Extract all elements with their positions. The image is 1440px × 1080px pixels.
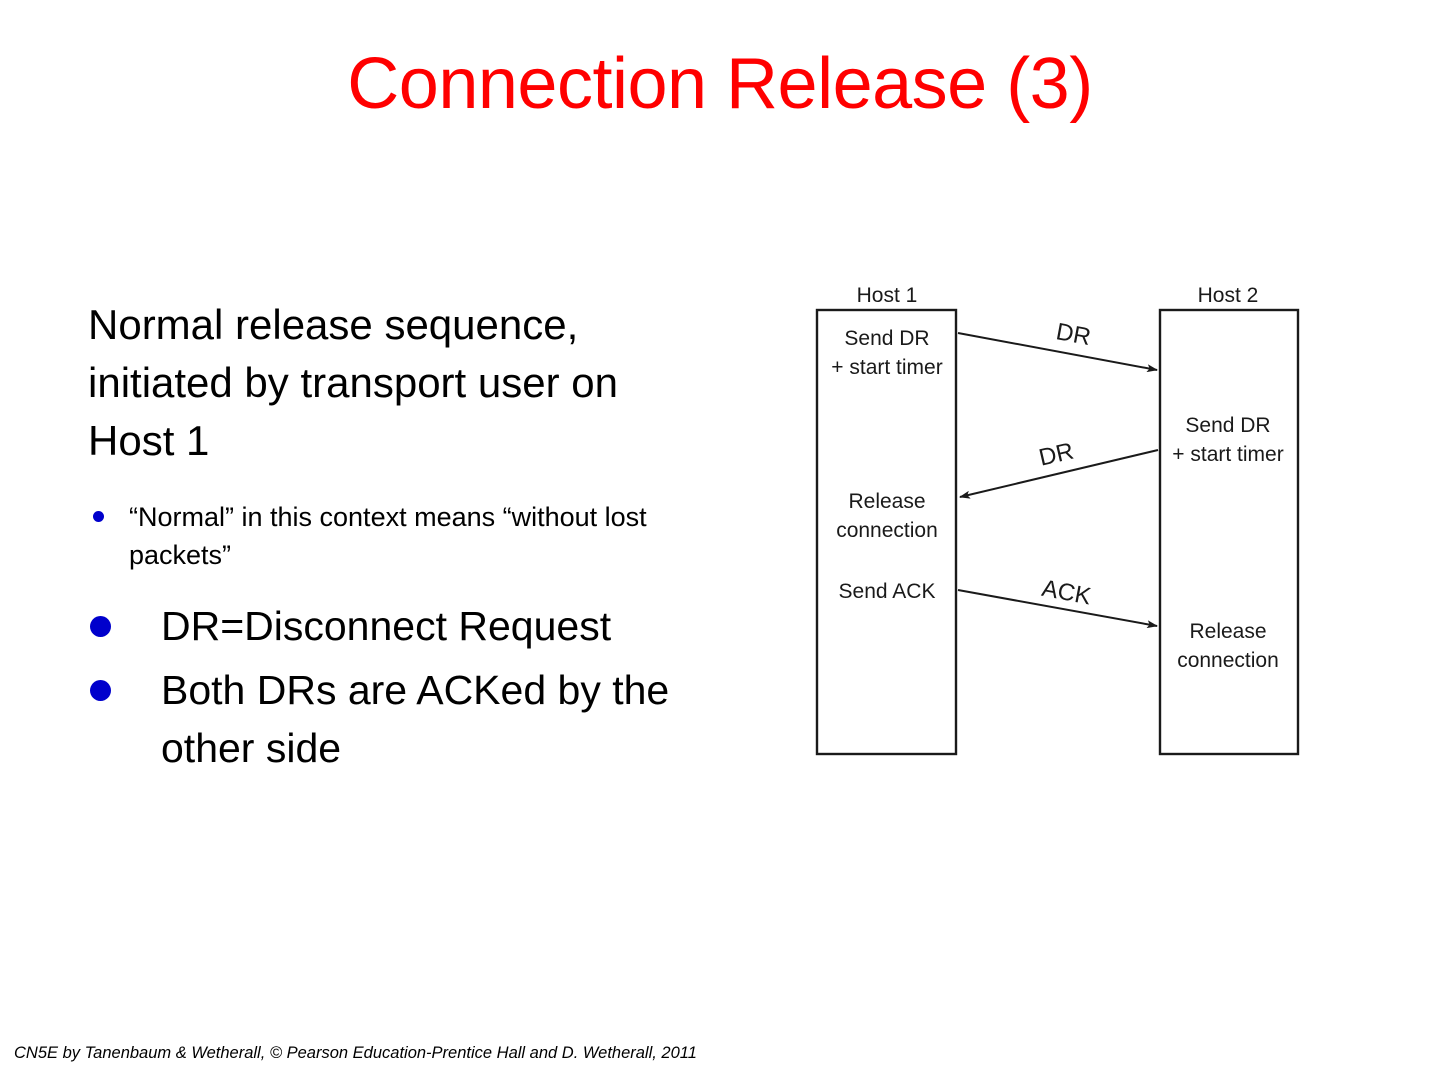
list-item: DR=Disconnect Request (88, 597, 728, 655)
host2-event-start-timer: + start timer (1172, 443, 1283, 466)
host2-label: Host 2 (1198, 284, 1259, 307)
host1-label: Host 1 (857, 284, 918, 307)
message-label-dr-2: DR (1036, 438, 1076, 472)
message-label-ack: ACK (1040, 575, 1093, 611)
bullet-dot-icon (90, 615, 111, 637)
bullet-text: Both DRs are ACKed by the other side (161, 666, 670, 771)
footer-credit: CN5E by Tanenbaum & Wetherall, © Pearson… (14, 1044, 697, 1062)
content-body: Normal release sequence, initiated by tr… (88, 296, 728, 783)
message-arrow-dr-1 (957, 332, 1158, 373)
list-item: “Normal” in this context means “without … (88, 498, 728, 575)
message-label-dr-1: DR (1054, 318, 1093, 351)
bullet-text: DR=Disconnect Request (161, 602, 612, 649)
host1-event-start-timer: + start timer (831, 356, 942, 379)
bullet-text: “Normal” in this context means “without … (129, 501, 647, 571)
list-item: Both DRs are ACKed by the other side (88, 661, 728, 777)
bullet-dot-icon (90, 679, 111, 701)
connection-release-sequence-diagram: Host 1 Host 2 Send DR + start timer Rele… (800, 270, 1320, 770)
message-arrow-ack (957, 589, 1158, 629)
host1-event-send-dr: Send DR (844, 327, 929, 350)
bullet-dot-icon (93, 510, 104, 522)
host1-event-release-connection: connection (836, 519, 938, 542)
host1-timeline-box (815, 308, 958, 756)
host2-timeline-box (1158, 308, 1300, 756)
host2-event-release-connection: connection (1177, 649, 1279, 672)
host1-event-send-ack: Send ACK (839, 580, 936, 603)
message-arrow-dr-2 (959, 449, 1159, 499)
host1-event-release: Release (848, 490, 925, 513)
host2-event-release: Release (1189, 620, 1266, 643)
lead-paragraph: Normal release sequence, initiated by tr… (88, 301, 618, 464)
page-title: Connection Release (3) (347, 44, 1093, 124)
host2-event-send-dr: Send DR (1185, 414, 1270, 437)
